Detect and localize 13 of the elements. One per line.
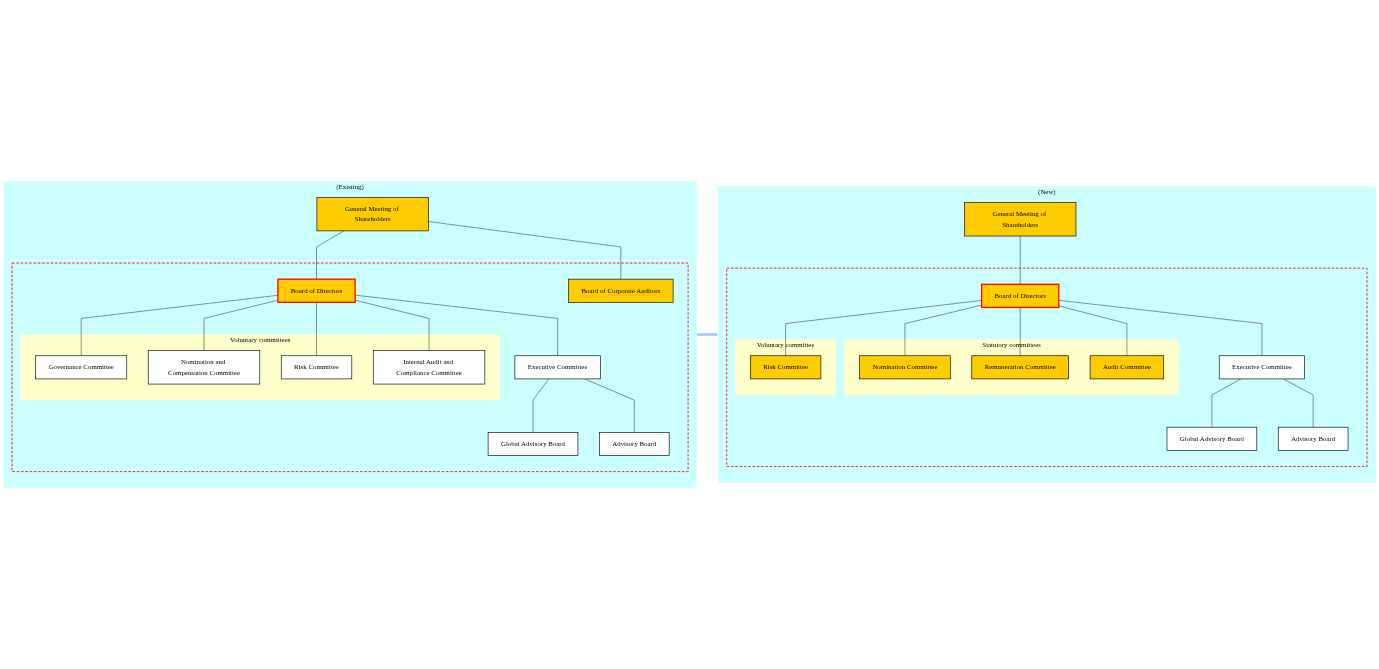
- connector: [1020, 307, 1021, 356]
- connector: [203, 300, 279, 351]
- connector: [428, 221, 622, 280]
- connector: [354, 300, 430, 351]
- connector: [354, 294, 558, 356]
- cluster: [11, 262, 689, 473]
- cluster: [726, 267, 1368, 467]
- connector: [80, 295, 279, 356]
- connector: [584, 378, 635, 433]
- connector: [532, 378, 550, 433]
- connector: [316, 302, 317, 356]
- connector: [785, 300, 982, 356]
- arrow: [696, 332, 719, 337]
